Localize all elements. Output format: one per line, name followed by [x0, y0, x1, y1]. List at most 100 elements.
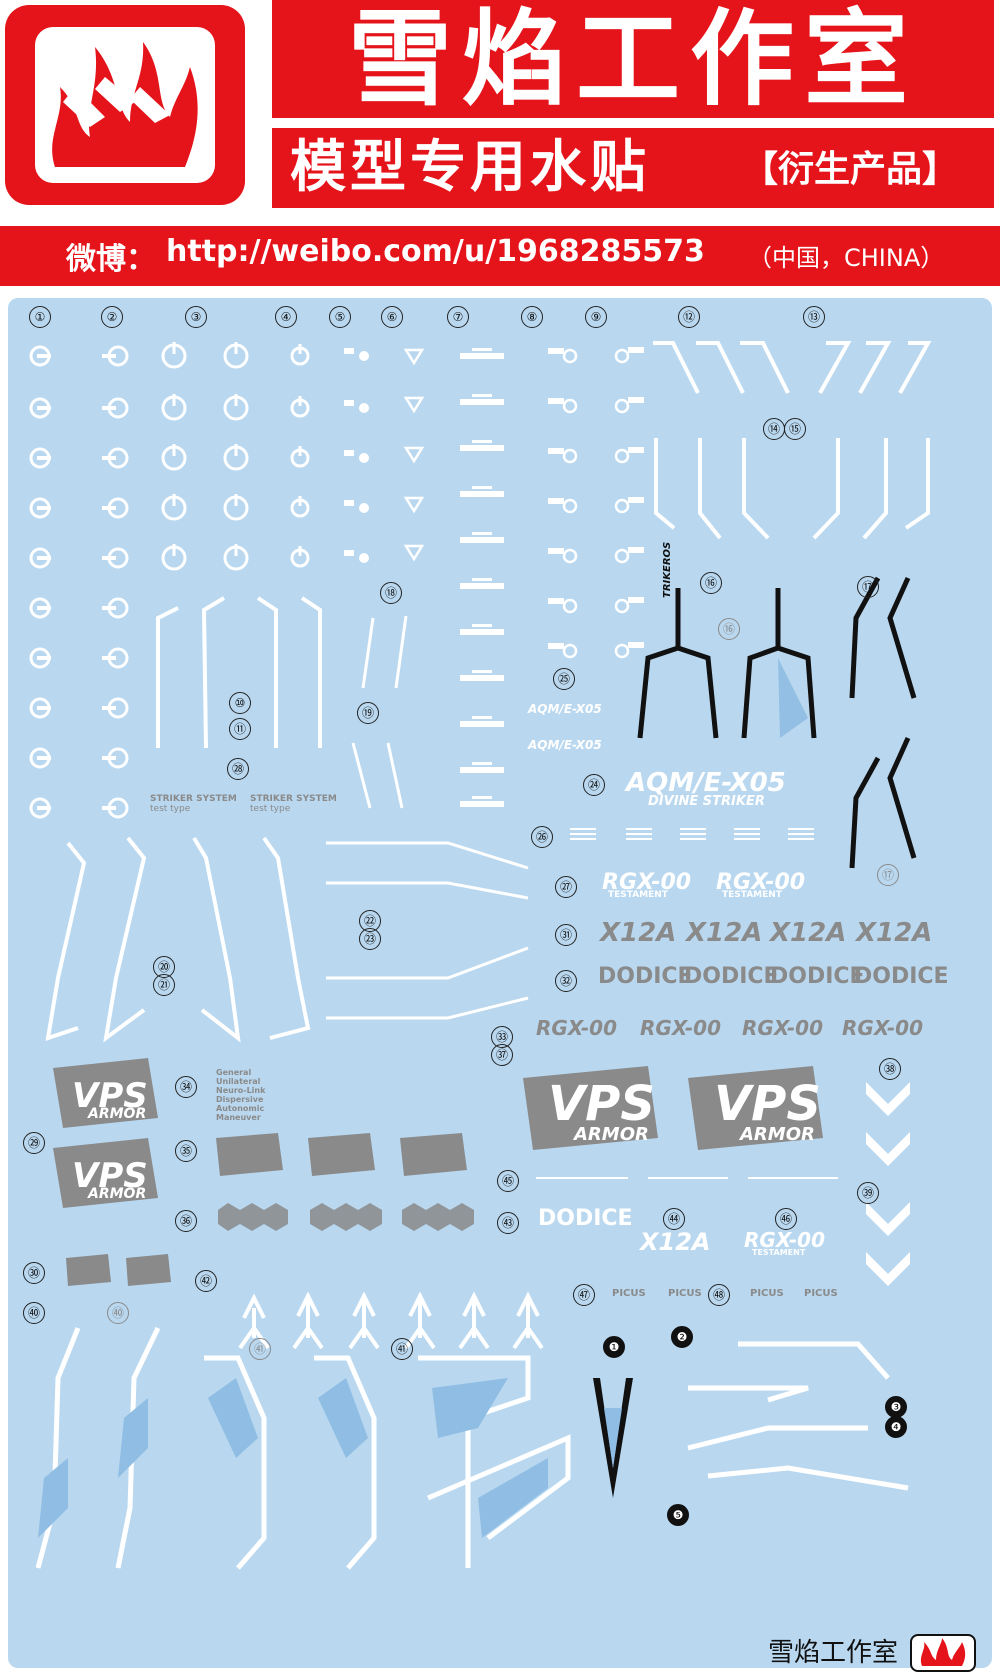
vps-decal-2: VPS [72, 1156, 148, 1196]
picus-decal-2: PICUS [668, 1288, 702, 1299]
decal-number-28: ㉘ [227, 758, 249, 780]
decal-number-24: ㉔ [583, 774, 605, 796]
blue-accent-decals [38, 1378, 548, 1538]
decal-number-30: ㉚ [23, 1262, 45, 1284]
arrow-decals-42 [238, 1291, 544, 1350]
decal-number-23: ㉓ [359, 928, 381, 950]
large-decals-40-41 [35, 1326, 571, 1570]
studio-title: 雪焰工作室 [272, 0, 994, 118]
picus-decal-4: PICUS [804, 1288, 838, 1299]
aqm-model-small-decal: AQM/E-X05 [528, 702, 602, 716]
decal-number-25: ㉕ [553, 668, 575, 690]
armor-decal-3: ARMOR [574, 1124, 649, 1145]
decal-number-16-ghost: ⑯ [718, 618, 740, 640]
decal-number-18: ⑱ [380, 582, 402, 604]
dodice-decal-3: DODICE [770, 964, 865, 989]
test-type-decal-2: test type [250, 804, 291, 814]
x12a-decal-3: X12A [770, 918, 847, 948]
decal-number-41: ㊶ [391, 1338, 413, 1360]
decal-sheet: ① ② ③ ④ ⑤ ⑥ ⑦ ⑧ ⑨ ⑫ ⑬ ⑭ ⑮ ⑯ ⑯ ⑰ ⑰ ⑱ ⑲ ⑩ … [8, 298, 992, 1668]
decal-artwork [29, 340, 932, 1570]
dodice-white-decal: DODICE [538, 1206, 633, 1231]
decal-number-9: ⑨ [585, 306, 607, 328]
trikeros-decal: TRIKEROS [662, 541, 673, 598]
weibo-link[interactable]: http://weibo.com/u/1968285573 [166, 234, 705, 269]
armor-decal-4: ARMOR [740, 1124, 815, 1145]
rgx00-grey-decal-3: RGX-00 [742, 1016, 823, 1040]
strip-decals-10-11 [156, 596, 322, 749]
decal-number-15: ⑮ [784, 418, 806, 440]
footer-flame-icon [910, 1634, 976, 1672]
x12a-decal-4: X12A [856, 918, 933, 948]
striker-system-decal-2: STRIKER SYSTEM [250, 794, 337, 804]
decal-number-29: ㉙ [23, 1132, 45, 1154]
strip-decals-22-23 [326, 841, 529, 1020]
decal-number-43: ㊸ [497, 1212, 519, 1234]
stripe-decals-26 [570, 828, 814, 840]
footer-studio-mark: 雪焰工作室 [768, 1632, 980, 1672]
black-v-decal [593, 1378, 633, 1498]
rgx00-grey-decal-2: RGX-00 [640, 1016, 721, 1040]
strip-decals-dark-2-5 [687, 1341, 909, 1491]
dodice-decal-1: DODICE [598, 964, 693, 989]
picus-decal-1: PICUS [612, 1288, 646, 1299]
weibo-label: 微博： [66, 242, 156, 277]
aqm-model-decal: AQM/E-X05 [626, 768, 786, 798]
decal-number-40-ghost: ㊵ [107, 1302, 129, 1324]
strip-decals-14-15 [654, 438, 930, 540]
decal-number-26: ㉖ [531, 826, 553, 848]
x12a-decal-1: X12A [600, 918, 677, 948]
decal-number-11: ⑪ [229, 718, 251, 740]
flame-logo-icon [52, 42, 198, 167]
strip-decals-12-13 [653, 341, 932, 394]
rgx00-grey-decal-1: RGX-00 [536, 1016, 617, 1040]
x12a-white-decal: X12A [640, 1228, 711, 1256]
decal-number-42: ㊷ [195, 1270, 217, 1292]
decal-number-2: ② [101, 306, 123, 328]
rgx00-grey-decal-4: RGX-00 [842, 1016, 923, 1040]
row-marks [29, 340, 646, 819]
decal-number-8: ⑧ [521, 306, 543, 328]
aqm-model-small-decal-2: AQM/E-X05 [528, 738, 602, 752]
testament-decal-1: TESTAMENT [608, 890, 668, 900]
footer-studio-name: 雪焰工作室 [768, 1638, 899, 1668]
weibo-banner: 微博： http://weibo.com/u/1968285573 （中国，CH… [0, 226, 1000, 286]
vps-decal-1: VPS [72, 1076, 148, 1116]
decal-number-14: ⑭ [763, 418, 785, 440]
picus-decal-3: PICUS [750, 1288, 784, 1299]
rgx00-white-decal: RGX-00 [744, 1228, 825, 1252]
decal-number-32: ㉜ [555, 970, 577, 992]
decal-number-45: ㊺ [497, 1170, 519, 1192]
decal-number-dark-3: ❸ [885, 1396, 907, 1418]
decal-number-dark-4: ❹ [885, 1416, 907, 1438]
strip-decals-18-19 [351, 615, 408, 809]
decal-number-48: ㊽ [708, 1284, 730, 1306]
rgx00-decal-2: RGX-00 [716, 870, 806, 895]
decal-number-dark-5: ❺ [667, 1504, 689, 1526]
strip-decals-20-21 [45, 836, 311, 1043]
x12a-decal-2: X12A [686, 918, 763, 948]
decal-number-13: ⑬ [803, 306, 825, 328]
decal-number-17: ⑰ [857, 576, 879, 598]
studio-logo [5, 5, 245, 205]
decal-number-3: ③ [185, 306, 207, 328]
dodice-decal-4: DODICE [854, 964, 949, 989]
striker-system-decal: STRIKER SYSTEM [150, 794, 237, 804]
trikeros-decals [637, 576, 917, 869]
vps-decal-3: VPS [548, 1076, 655, 1132]
decal-number-47: ㊼ [573, 1284, 595, 1306]
decal-number-16: ⑯ [700, 572, 722, 594]
decal-number-40: ㊵ [23, 1302, 45, 1324]
decal-number-31: ㉛ [555, 924, 577, 946]
decal-number-19: ⑲ [357, 702, 379, 724]
decal-number-41-ghost: ㊶ [249, 1338, 271, 1360]
decal-number-12: ⑫ [678, 306, 700, 328]
weibo-country: （中国，CHINA） [748, 244, 945, 272]
decal-number-27: ㉗ [555, 876, 577, 898]
decal-number-36: ㊱ [175, 1210, 197, 1232]
decal-number-35: ㉟ [175, 1140, 197, 1162]
decal-number-39: ㊴ [857, 1182, 879, 1204]
decal-number-dark-1: ❶ [603, 1336, 625, 1358]
testament-decal-2: TESTAMENT [722, 890, 782, 900]
testament-white-decal: TESTAMENT [752, 1248, 806, 1257]
